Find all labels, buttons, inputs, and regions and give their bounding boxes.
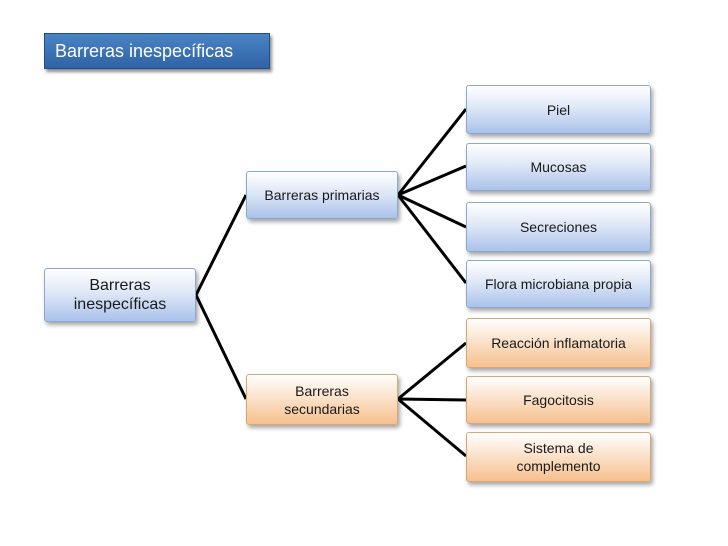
connector-secondary-complemento: [397, 397, 467, 458]
connector-root-primary: [194, 194, 248, 296]
leaf-piel: Piel: [466, 85, 651, 134]
connector-primary-flora: [396, 194, 468, 284]
leaf-secreciones: Secreciones: [466, 202, 651, 252]
primary-barriers-node: Barreras primarias: [246, 171, 398, 219]
connector-secondary-reaccion: [397, 341, 467, 401]
leaf-fagocitosis: Fagocitosis: [466, 376, 651, 424]
connector-secondary-fagocitosis: [397, 397, 467, 402]
leaf-mucosas: Mucosas: [466, 143, 651, 191]
connector-primary-piel: [396, 108, 468, 196]
slide-title: Barreras inespecíficas: [44, 33, 270, 69]
leaf-reaccion-inflamatoria: Reacción inflamatoria: [466, 318, 651, 368]
connector-primary-mucosas: [397, 164, 467, 197]
root-node: Barreras inespecíficas: [44, 268, 196, 322]
leaf-sistema-complemento: Sistema de complemento: [466, 432, 651, 482]
leaf-flora-microbiana: Flora microbiana propia: [466, 260, 651, 308]
connector-root-secondary: [194, 294, 248, 400]
connector-primary-secreciones: [397, 193, 467, 229]
secondary-barriers-node: Barreras secundarias: [246, 374, 398, 425]
